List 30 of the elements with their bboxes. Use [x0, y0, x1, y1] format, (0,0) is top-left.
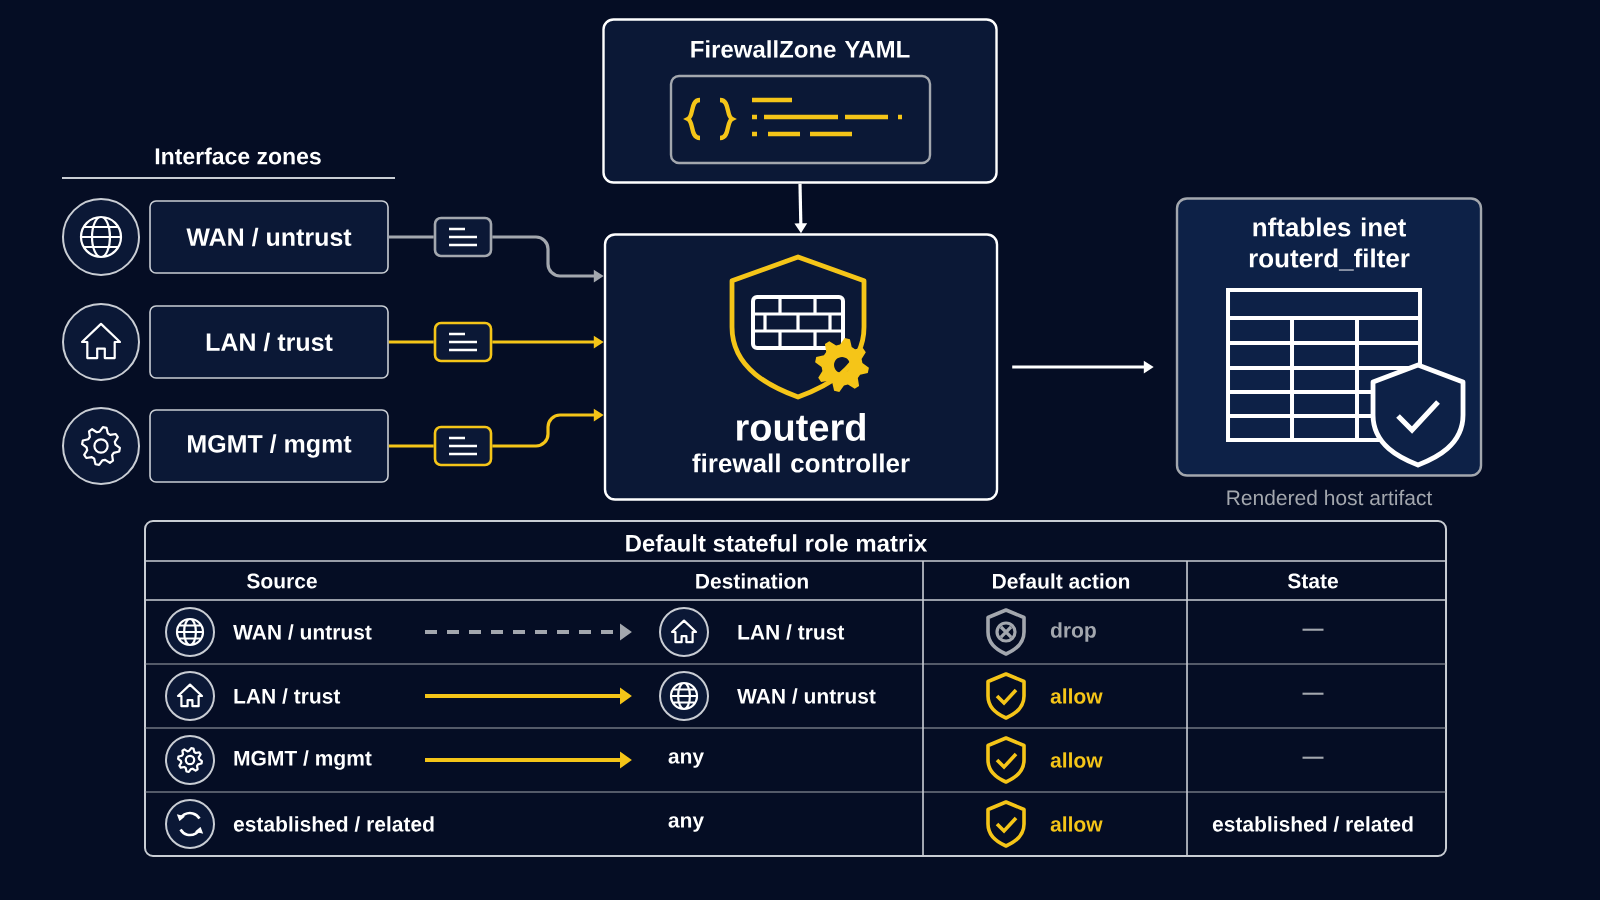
column-header: State — [1287, 573, 1338, 589]
zone-box: WAN / untrust — [149, 200, 389, 274]
table-cell: MGMT / mgmt — [234, 750, 372, 770]
table-cell: established / related — [233, 816, 434, 832]
table-cell: allow — [1050, 688, 1103, 704]
table-cell: drop — [1050, 622, 1096, 642]
table-cell: allow — [1050, 752, 1103, 768]
column-header: Default action — [993, 573, 1130, 589]
file-box: FirewallZone YAML — [602, 18, 998, 184]
table-cell: WAN / untrust — [737, 688, 876, 704]
table-cell: — — [1302, 628, 1324, 631]
section-heading: Interface zones — [155, 147, 321, 165]
table-cell: LAN / trust — [738, 624, 845, 640]
table-cell: WAN / untrust — [233, 624, 372, 640]
zone-box: LAN / trust — [149, 305, 389, 379]
table-title: Default stateful role matrix — [626, 534, 928, 552]
table-cell: allow — [1050, 816, 1103, 832]
node-label: Rendered host artifact — [1227, 489, 1433, 506]
table-cell: established / related — [1212, 816, 1413, 832]
zone-box: MGMT / mgmt — [149, 409, 389, 483]
document-icon — [433, 216, 493, 258]
table-cell: — — [1302, 692, 1324, 695]
column-header: Destination — [696, 573, 808, 589]
document-icon — [433, 425, 493, 467]
document-icon — [433, 321, 493, 363]
table-cell: any — [668, 752, 704, 768]
table-cell: any — [668, 816, 704, 832]
column-header: Source — [247, 573, 317, 589]
table-cell: — — [1302, 756, 1324, 759]
table-cell: LAN / trust — [234, 688, 341, 704]
